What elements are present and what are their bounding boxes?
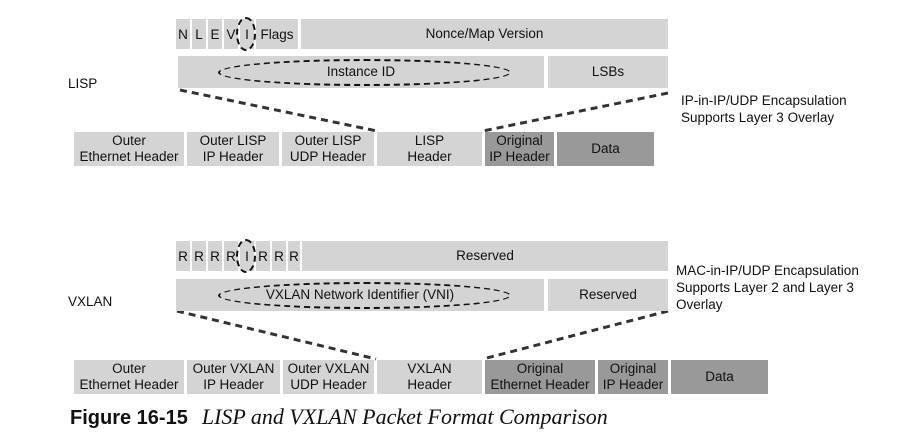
vxlan-bit: R: [176, 241, 190, 271]
figure-title: LISP and VXLAN Packet Format Comparison: [201, 404, 608, 429]
lisp-bit: L: [192, 19, 206, 49]
lisp-bit: V: [224, 19, 238, 49]
vxlan-note-line2: Supports Layer 2 and Layer 3: [676, 280, 854, 295]
vxlan-note: MAC-in-IP/UDP Encapsulation Supports Lay…: [676, 262, 859, 313]
figure-number: Figure 16-15: [70, 407, 188, 429]
vxlan-bit: R: [192, 241, 206, 271]
vxlan-right-connector: [482, 309, 669, 361]
vxlan-packet-data: Data: [671, 360, 768, 394]
lisp-nonce-field: Nonce/Map Version: [301, 19, 668, 49]
vxlan-bit: R: [224, 241, 238, 271]
lisp-flags-label: Flags: [256, 19, 298, 49]
vxlan-reserved-top-field: Reserved: [302, 241, 668, 271]
lisp-note-line2: Supports Layer 3 Overlay: [681, 110, 835, 125]
vxlan-reserved-right-field: Reserved: [548, 279, 668, 311]
lisp-bit: N: [176, 19, 190, 49]
vxlan-i-bit-highlight: [236, 239, 256, 273]
vxlan-note-line3: Overlay: [676, 297, 723, 312]
vxlan-vni-highlight: [218, 282, 511, 309]
lisp-left-connector: [179, 88, 378, 133]
figure-caption: Figure 16-15 LISP and VXLAN Packet Format…: [70, 404, 608, 430]
lisp-instance-highlight: [218, 59, 511, 86]
lisp-i-bit-highlight: [236, 17, 256, 51]
lisp-lsbs-field: LSBs: [548, 56, 668, 88]
lisp-note: IP-in-IP/UDP Encapsulation Supports Laye…: [681, 92, 847, 126]
vxlan-side-label: VXLAN: [68, 294, 113, 309]
lisp-right-connector: [482, 91, 669, 133]
vxlan-left-connector: [176, 309, 377, 361]
vxlan-bit: R: [208, 241, 222, 271]
vxlan-note-line1: MAC-in-IP/UDP Encapsulation: [676, 263, 859, 278]
lisp-packet-data: Data: [557, 132, 654, 166]
vxlan-bit: R: [256, 241, 270, 271]
lisp-side-label: LISP: [68, 76, 98, 91]
lisp-bit: E: [208, 19, 222, 49]
vxlan-bit: R: [272, 241, 286, 271]
vxlan-bit: R: [288, 241, 300, 271]
lisp-note-line1: IP-in-IP/UDP Encapsulation: [681, 93, 847, 108]
